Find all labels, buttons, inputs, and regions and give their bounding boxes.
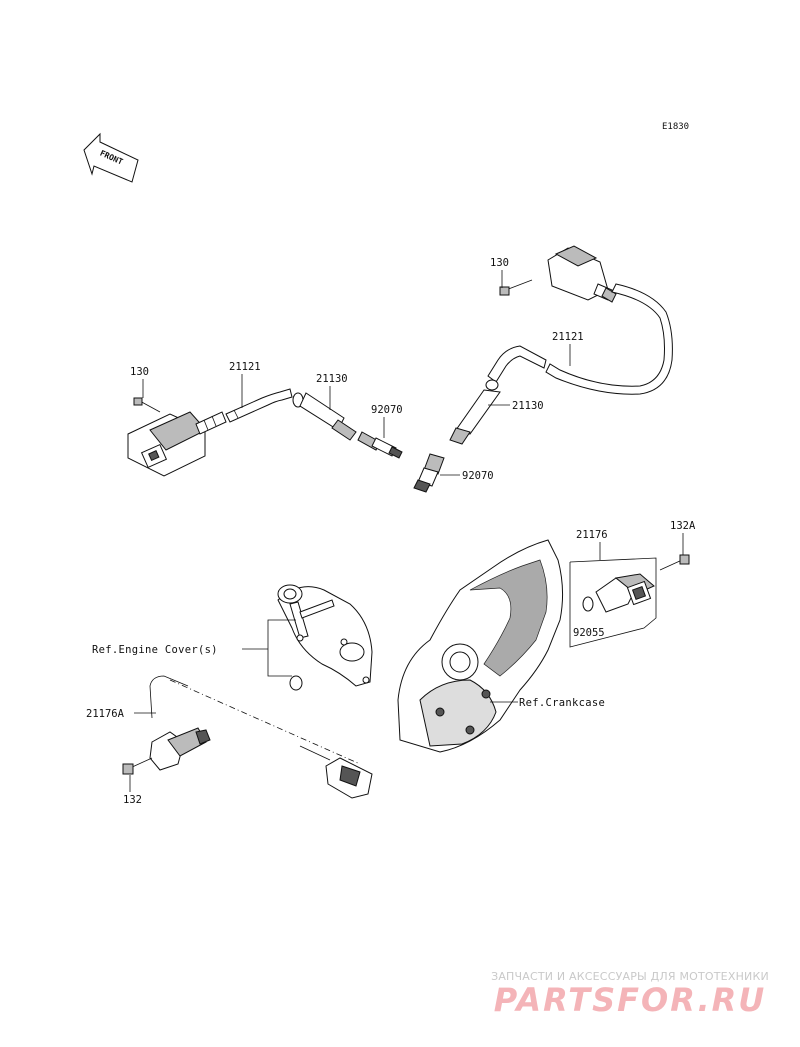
left-spark-plug <box>357 431 403 459</box>
watermark-logo: PARTSFOR.RU <box>493 981 767 1019</box>
left-bolt-130 <box>133 397 161 413</box>
center-line <box>169 679 361 765</box>
right-ignition-coil <box>547 245 617 303</box>
sensor-connector <box>299 745 373 799</box>
left-plug-cap <box>292 392 357 441</box>
label-92070-right: 92070 <box>462 470 494 482</box>
left-ignition-coil <box>127 411 227 477</box>
label-21176A: 21176A <box>86 708 125 720</box>
oring-92055 <box>582 596 594 612</box>
label-21130-right: 21130 <box>512 400 544 412</box>
label-ref-engine-cover: Ref.Engine Cover(s) <box>92 644 218 656</box>
label-21176: 21176 <box>576 529 608 541</box>
label-92055: 92055 <box>573 627 605 639</box>
left-hv-cable <box>225 388 293 423</box>
bolt-132A <box>659 554 690 571</box>
watermark: ЗАПЧАСТИ И АКСЕССУАРЫ ДЛЯ МОТОТЕХНИКИ PA… <box>480 970 780 1017</box>
label-21121-right: 21121 <box>552 331 584 343</box>
crankshaft-sensor <box>149 675 211 771</box>
cam-position-sensor <box>595 573 655 613</box>
engine-cover <box>277 584 373 687</box>
crankcase <box>397 539 564 753</box>
diagram-code: E1830 <box>662 122 689 132</box>
right-plug-cap <box>449 379 501 445</box>
label-21130-left: 21130 <box>316 373 348 385</box>
label-130-left: 130 <box>130 366 149 378</box>
label-132: 132 <box>123 794 142 806</box>
right-bolt-130 <box>499 279 533 296</box>
front-arrow-icon: FRONT <box>83 132 139 183</box>
bolt-132 <box>122 757 153 775</box>
label-130-right: 130 <box>490 257 509 269</box>
label-ref-crankcase: Ref.Crankcase <box>519 697 605 709</box>
oring-engine-cover <box>289 675 303 691</box>
label-21121-left: 21121 <box>229 361 261 373</box>
label-132A: 132A <box>670 520 696 532</box>
right-spark-plug <box>413 453 445 493</box>
watermark-tagline: ЗАПЧАСТИ И АКСЕССУАРЫ ДЛЯ МОТОТЕХНИКИ <box>491 970 769 983</box>
label-92070-left: 92070 <box>371 404 403 416</box>
